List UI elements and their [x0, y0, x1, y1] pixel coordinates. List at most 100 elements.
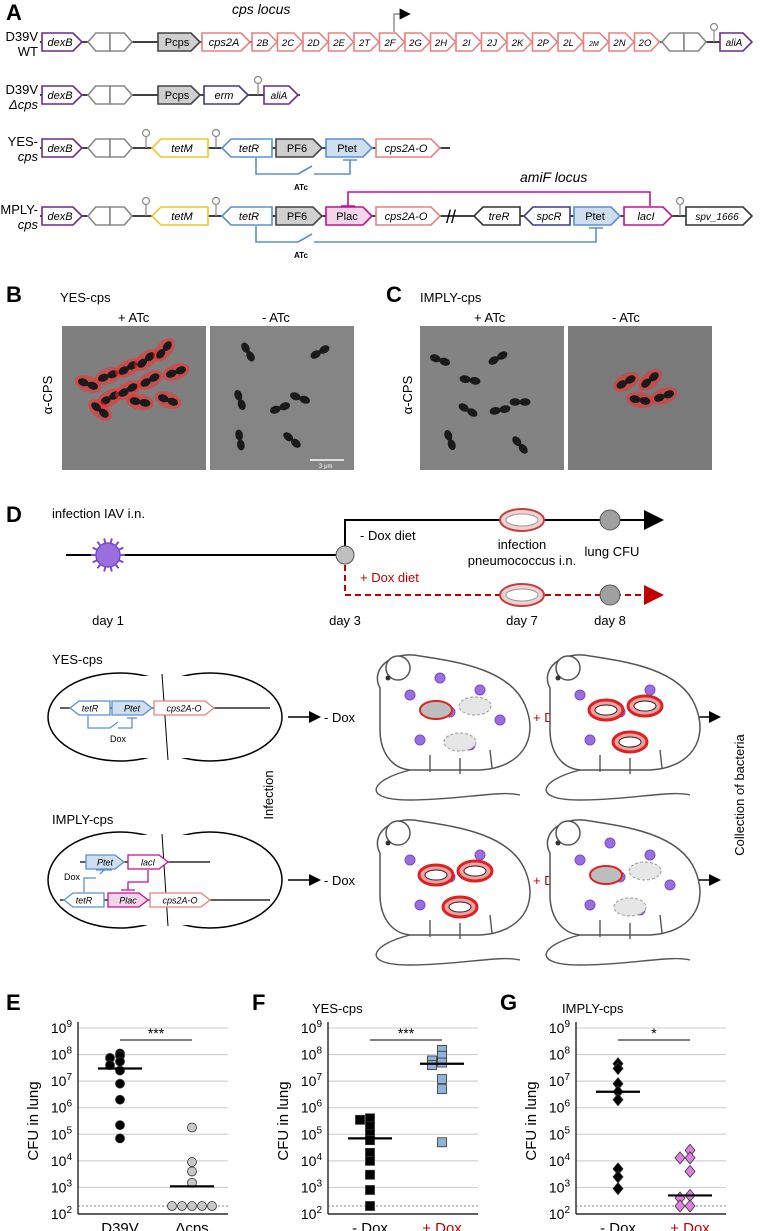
cell-half — [509, 398, 521, 406]
micrograph-imply-plus-atc — [420, 326, 564, 470]
data-point — [684, 1199, 696, 1213]
data-point — [612, 1182, 624, 1196]
diplococcus — [626, 391, 654, 409]
gene-2e — [327, 32, 355, 52]
gene-flank-2 — [109, 206, 134, 226]
bacterium-cell — [633, 700, 657, 712]
significance-label: *** — [148, 1025, 165, 1041]
data-point — [187, 1201, 197, 1211]
data-point — [187, 1122, 197, 1133]
bacterium-cell — [594, 704, 618, 716]
mouse-virus-icon — [474, 684, 486, 696]
mouse-virus-icon — [404, 689, 416, 701]
laci-repression-line — [341, 191, 651, 207]
cell-half — [269, 405, 281, 414]
tick-label: 106 — [549, 1099, 571, 1116]
mouse-tail — [545, 934, 691, 966]
terminator — [141, 128, 151, 138]
cell-half — [77, 378, 89, 387]
data-point — [355, 1114, 365, 1125]
cell-half — [118, 366, 129, 375]
virus-spike — [96, 563, 102, 569]
cell-half — [165, 369, 177, 378]
amif-locus-title: amiF locus — [520, 169, 587, 185]
day8-label: day 8 — [594, 613, 626, 628]
data-point — [365, 1135, 375, 1146]
imply-cps-cell — [47, 831, 283, 929]
gene-2h-label: 2H — [434, 38, 447, 49]
mouse-ear — [385, 820, 411, 846]
significance-label: * — [651, 1025, 657, 1041]
cell-half — [118, 388, 129, 397]
gene-flank-1 — [86, 32, 111, 52]
pneumococcus-icon-top — [499, 508, 545, 532]
gene-cps2a-o — [375, 138, 442, 158]
diplococcus — [512, 436, 528, 454]
y-axis-label: CFU in lung — [25, 1081, 42, 1160]
unencapsulated-bacterium — [628, 861, 662, 881]
cell-half — [429, 354, 441, 363]
gene-2c — [276, 32, 304, 52]
gene-alia — [719, 32, 754, 52]
mouse-virus-icon — [644, 849, 656, 861]
virus-spike — [109, 538, 113, 544]
cell-gene-tetr — [62, 892, 105, 908]
cell-half — [518, 443, 528, 454]
data-point — [365, 1169, 375, 1180]
virus-spike — [118, 546, 124, 551]
mouse-virus-icon — [474, 849, 486, 861]
tetr-repression-line-imply — [255, 226, 298, 243]
cell-half — [467, 408, 478, 417]
data-point — [115, 1094, 125, 1105]
cell-half — [512, 436, 522, 447]
cell-half — [97, 373, 109, 382]
mouse-virus-icon — [574, 689, 586, 701]
data-point — [167, 1201, 177, 1211]
gene-2b-label: 2B — [256, 38, 269, 49]
cell-half — [237, 399, 246, 411]
tick-label: 108 — [549, 1046, 571, 1063]
gene-2i-label: 2I — [462, 38, 471, 49]
cell-half — [279, 402, 291, 411]
gene-trer-label: treR — [489, 211, 510, 223]
gene-alia — [263, 85, 300, 105]
mouse-tail — [375, 769, 521, 801]
cell-half — [310, 350, 321, 359]
virus-spike — [96, 541, 102, 547]
data-point — [115, 1056, 125, 1067]
cell-gene-laci-label: lacI — [141, 858, 156, 868]
panel-letter-f: F — [252, 990, 265, 1015]
cell-half — [439, 357, 451, 366]
cell-promoter-ptet — [111, 700, 154, 716]
micrograph-cells — [429, 351, 531, 454]
cell-half — [641, 378, 652, 388]
promoter-pcps-label: Pcps — [165, 90, 190, 102]
tick-label: 102 — [301, 1205, 323, 1222]
promoter-pcps-label: Pcps — [165, 37, 190, 49]
diplococcus — [153, 338, 175, 362]
mouse-legs — [429, 914, 493, 939]
data-point — [207, 1201, 217, 1211]
panel-b-title: YES-cps — [60, 290, 111, 305]
gene-dexb — [41, 138, 84, 158]
mouse-legs — [599, 749, 663, 774]
cell-half — [137, 358, 148, 368]
bacterium-cell — [463, 865, 487, 877]
tick-label: 109 — [549, 1019, 571, 1036]
cell-promoter-ptet — [85, 854, 126, 870]
virus-spike — [118, 559, 124, 564]
gene-spcr — [522, 206, 571, 226]
promoter-pcps — [157, 85, 202, 105]
cell-half — [290, 438, 301, 448]
panel-letter-g: G — [500, 990, 517, 1015]
diplococcus — [509, 398, 531, 406]
terminator — [211, 128, 221, 138]
cell-half — [157, 394, 169, 403]
cell-half — [235, 429, 243, 441]
cell-half — [648, 372, 659, 382]
gene-alia-label: aliA — [726, 38, 743, 49]
promoter-pf6 — [275, 138, 324, 158]
locus-break: // — [446, 207, 456, 227]
mouse-virus-icon — [574, 854, 586, 866]
panel-f-title: YES-cps — [312, 1001, 363, 1016]
